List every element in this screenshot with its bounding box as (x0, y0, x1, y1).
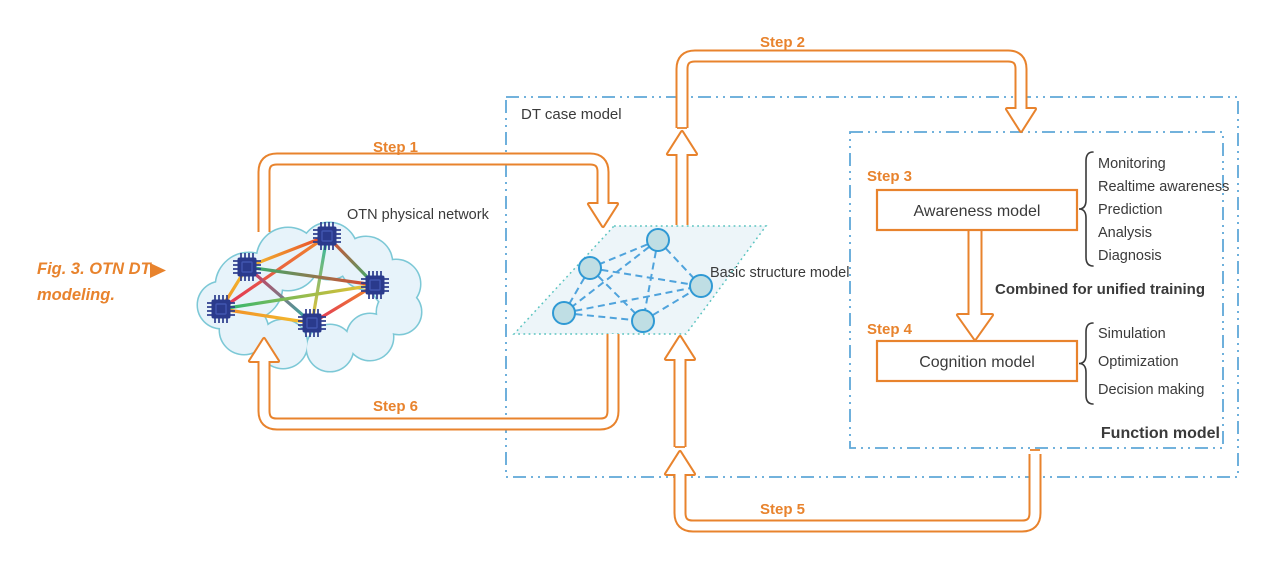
list-item: Diagnosis (1098, 248, 1162, 264)
step3-label: Step 3 (867, 168, 912, 185)
list-item: Prediction (1098, 202, 1162, 218)
step1-arrow (257, 152, 619, 232)
basic-structure-model-label: Basic structure model (710, 265, 849, 281)
step2-arrow-upper (675, 49, 1037, 133)
graph-node (552, 301, 576, 325)
list-item: Optimization (1098, 354, 1179, 370)
list-item: Simulation (1098, 326, 1166, 342)
figure-caption: Fig. 3. OTN DT modeling. (37, 260, 166, 304)
awareness-model-box (875, 188, 1079, 232)
list-item: Decision making (1098, 382, 1204, 398)
cognition-model-label: Cognition model (919, 354, 1035, 371)
caption-line1: Fig. 3. OTN DT (37, 260, 153, 278)
list-item: Monitoring (1098, 156, 1166, 172)
step5-arrow (664, 449, 1042, 533)
awareness-model-label: Awareness model (914, 203, 1041, 220)
awareness-function-list: Monitoring Realtime awareness Prediction… (1098, 156, 1229, 264)
step2-arrow-lower (666, 130, 698, 225)
step2-label: Step 2 (760, 34, 805, 51)
step5-arrow-upper (664, 335, 696, 448)
cognition-model-box (875, 339, 1079, 383)
caption-line2: modeling. (37, 286, 115, 304)
training-arrow (956, 231, 994, 341)
dt-case-model-label: DT case model (521, 106, 622, 123)
combined-training-label: Combined for unified training (995, 281, 1205, 298)
dt-case-model-box (505, 96, 1239, 478)
function-model-label: Function model (1101, 425, 1220, 442)
list-item: Realtime awareness (1098, 179, 1229, 195)
otn-physical-network-label: OTN physical network (347, 207, 490, 223)
caption-pointer-icon (150, 263, 166, 278)
step6-arrow (248, 334, 620, 431)
step4-label: Step 4 (867, 321, 913, 338)
step1-label: Step 1 (373, 139, 418, 156)
step6-label: Step 6 (373, 398, 418, 415)
cognition-function-list: Simulation Optimization Decision making (1098, 326, 1204, 398)
list-item: Analysis (1098, 225, 1152, 241)
graph-node (646, 228, 670, 252)
basic-structure-model-icon (512, 225, 768, 335)
function-model-box (849, 131, 1224, 449)
graph-node (631, 309, 655, 333)
otn-cloud-icon (196, 221, 423, 373)
awareness-brace-icon (1078, 151, 1094, 267)
graph-node (689, 274, 713, 298)
cognition-brace-icon (1078, 322, 1094, 405)
graph-node (578, 256, 602, 280)
step5-label: Step 5 (760, 501, 805, 518)
